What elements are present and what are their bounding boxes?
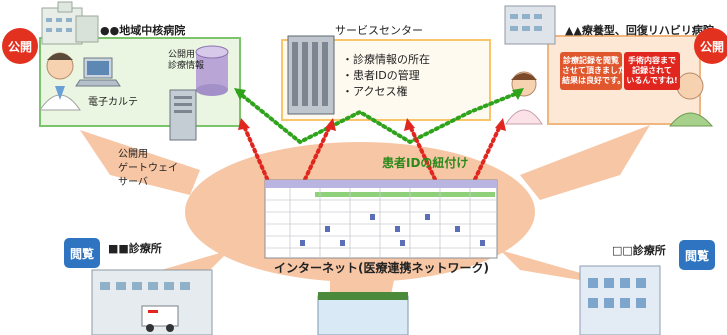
red-arrowhead-2	[325, 118, 336, 131]
service-center-list: ・診療情報の所在 ・患者IDの管理 ・アクセス権	[342, 52, 430, 100]
view-badge-left: 閲覧	[64, 238, 100, 268]
service-center-title: サービスセンター	[335, 24, 423, 37]
nurse-icon	[505, 71, 543, 125]
red-arrowhead-1	[238, 118, 250, 130]
green-arrowhead-right	[512, 88, 524, 100]
public-info-label: 公開用 診療情報	[168, 50, 205, 71]
nurse-speech-bubble: 診療記録を閲覧 させて頂きました。 結果は良好です。	[560, 52, 634, 90]
view-badge-right: 閲覧	[679, 240, 715, 270]
ambulance-icon	[141, 305, 179, 332]
left-hospital-building-icon	[41, 1, 99, 45]
green-arrows	[236, 90, 522, 145]
internet-network-label: インターネット(医療連携ネットワーク)	[274, 261, 489, 275]
pharmacy-building-icon	[317, 292, 409, 335]
gateway-server-label: 公開用 ゲートウェイ サーバ	[118, 149, 178, 188]
right-clinic-name: □□診療所	[612, 244, 666, 257]
left-hospital-name: ●●地域中核病院	[100, 24, 186, 37]
green-arrowhead-left	[234, 88, 246, 100]
red-arrowhead-4	[495, 118, 506, 131]
doctor-icon	[39, 52, 81, 111]
gateway-server-icon	[169, 89, 197, 141]
service-item-access: ・アクセス権	[342, 85, 408, 98]
right-hospital-name: ▲▲療養型、回復リハビリ病院	[565, 24, 714, 37]
patient-icon	[668, 72, 714, 127]
database-icon	[195, 45, 229, 96]
laptop-icon	[75, 57, 121, 87]
right-hospital-building-icon	[504, 5, 556, 45]
public-badge-left: 公開	[2, 28, 38, 64]
left-clinic-name: ■■診療所	[108, 242, 162, 255]
server-rack-icon	[287, 35, 335, 115]
red-arrows	[242, 124, 502, 192]
patient-speech-bubble: 手術内容まで 記録されて いるんですね!	[624, 52, 680, 90]
red-arrowhead-3	[404, 118, 415, 131]
network-data-table	[264, 179, 498, 259]
ehr-label: 電子カルテ	[88, 97, 138, 108]
public-badge-right: 公開	[694, 28, 727, 64]
patient-id-link-label: 患者IDの紐付け	[382, 156, 469, 170]
service-item-location: ・診療情報の所在	[342, 53, 430, 66]
right-clinic-building-icon	[579, 265, 661, 335]
service-item-patient-id: ・患者IDの管理	[342, 69, 420, 82]
